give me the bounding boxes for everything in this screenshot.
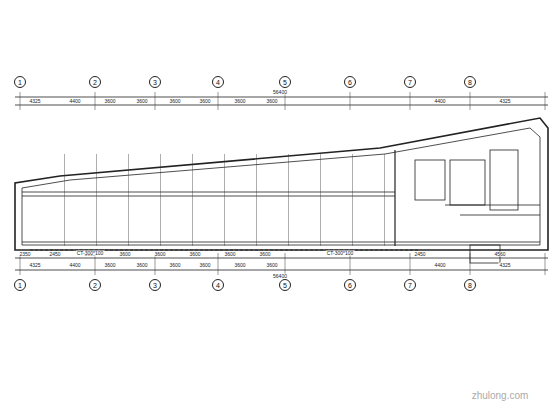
dimension-text: 4325 (28, 99, 41, 104)
dimension-text: 4325 (498, 99, 511, 104)
axis-bubble: 4 (212, 76, 224, 88)
dimension-text: 4400 (68, 263, 81, 268)
dimension-text: 3600 (118, 252, 131, 257)
axis-bubble: 1 (14, 279, 26, 291)
dimension-text: 3600 (198, 263, 211, 268)
axis-bubble: 5 (279, 279, 291, 291)
dimension-text: 3600 (265, 99, 278, 104)
dimension-text: 3600 (103, 99, 116, 104)
dimension-text: 4400 (68, 99, 81, 104)
axis-bubble: 3 (149, 76, 161, 88)
dimension-text: 2350 (18, 252, 31, 257)
axis-number: 5 (283, 79, 287, 86)
axis-bubble: 1 (14, 76, 26, 88)
dimension-text: 4325 (498, 263, 511, 268)
dimension-tick (470, 253, 471, 275)
dimension-text: 3600 (265, 263, 278, 268)
dimension-text: 3600 (168, 99, 181, 104)
dimension-tick (285, 253, 286, 275)
axis-bubble: 8 (464, 76, 476, 88)
axis-number: 1 (18, 79, 22, 86)
dimension-tick (410, 253, 411, 275)
dimension-text: 3600 (188, 252, 201, 257)
axis-bubble: 4 (212, 279, 224, 291)
axis-number: 8 (468, 282, 472, 289)
axis-number: 3 (153, 79, 157, 86)
axis-bubble: 6 (344, 279, 356, 291)
dimension-text: 4560 (493, 252, 506, 257)
dimension-text: 3600 (258, 252, 271, 257)
watermark: zhulong.com (471, 391, 530, 401)
axis-bubble: 2 (89, 279, 101, 291)
tray-label: CT-300*100 (326, 251, 355, 256)
axis-number: 5 (283, 282, 287, 289)
axis-number: 6 (348, 79, 352, 86)
dimension-tick (545, 92, 546, 110)
dimension-tick (95, 92, 96, 110)
axis-bubble: 7 (404, 76, 416, 88)
dimension-tick (545, 253, 546, 275)
tray-label: CT-300*100 (76, 251, 105, 256)
axis-number: 3 (153, 282, 157, 289)
dimension-text: 4400 (433, 263, 446, 268)
axis-number: 2 (93, 282, 97, 289)
axis-bubble: 2 (89, 76, 101, 88)
dimension-text: 3600 (223, 252, 236, 257)
dimension-text: 4400 (433, 99, 446, 104)
dimension-tick (218, 253, 219, 275)
dimension-text: 3600 (198, 99, 211, 104)
dimension-tick (218, 92, 219, 110)
axis-number: 4 (216, 79, 220, 86)
axis-bubble: 6 (344, 76, 356, 88)
axis-number: 1 (18, 282, 22, 289)
dimension-text: 3600 (233, 99, 246, 104)
dimension-tick (350, 92, 351, 110)
dimension-tick (20, 92, 21, 110)
dimension-text: 56400 (272, 90, 288, 95)
axis-bubble: 7 (404, 279, 416, 291)
axis-bubble: 5 (279, 76, 291, 88)
dimension-text: 3600 (153, 252, 166, 257)
dimension-tick (350, 253, 351, 275)
dimension-text: 3600 (168, 263, 181, 268)
dimension-text: 2450 (48, 252, 61, 257)
dimension-text: 4325 (28, 263, 41, 268)
axis-number: 2 (93, 79, 97, 86)
dimension-tick (470, 92, 471, 110)
axis-number: 6 (348, 282, 352, 289)
dimension-tick (410, 92, 411, 110)
dimension-text: 3600 (233, 263, 246, 268)
dimension-tick (155, 92, 156, 110)
axis-bubble: 8 (464, 279, 476, 291)
dimension-text: 3600 (135, 99, 148, 104)
axis-bubble: 3 (149, 279, 161, 291)
axis-number: 7 (408, 79, 412, 86)
dimension-text: 3600 (103, 263, 116, 268)
dimension-text: 2450 (413, 252, 426, 257)
axis-number: 4 (216, 282, 220, 289)
dimension-tick (285, 92, 286, 110)
axis-number: 7 (408, 282, 412, 289)
dimension-text: 56400 (272, 274, 288, 279)
axis-number: 8 (468, 79, 472, 86)
dimension-text: 3600 (135, 263, 148, 268)
